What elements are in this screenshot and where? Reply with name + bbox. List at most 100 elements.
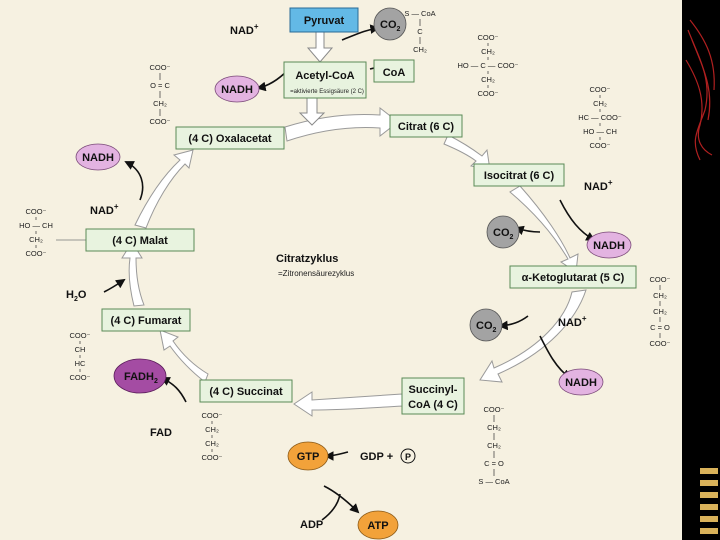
- isocitrat-label: Isocitrat (6 C): [484, 170, 555, 182]
- box-pyruvat: Pyruvat: [289, 7, 359, 33]
- formula-oxal-line: O = C: [150, 81, 170, 90]
- svg-text:P: P: [405, 452, 411, 462]
- box-isocitrat: Isocitrat (6 C): [473, 163, 565, 187]
- formula-keto-line: COO⁻: [649, 339, 670, 348]
- atp-badge: ATP: [357, 510, 399, 540]
- formula-succinat-line: COO⁻: [201, 411, 222, 420]
- formula-isocitrat-line: COO⁻: [589, 141, 610, 150]
- formula-fumarat-line: HC: [75, 359, 86, 368]
- down-arrow-icon: [306, 31, 334, 63]
- nad-label: NAD+: [584, 178, 613, 193]
- formula-malat-line: CH₂: [29, 235, 43, 244]
- h2o-label: H2O: [66, 289, 87, 303]
- formula-keto-line: COO⁻: [649, 275, 670, 284]
- co2-badge: CO2: [469, 308, 503, 342]
- svg-text:GTP: GTP: [297, 451, 320, 463]
- formula-citrat-line: CH₂: [481, 47, 495, 56]
- fadh2-badge: FADH2: [113, 358, 167, 394]
- svg-text:NADH: NADH: [593, 240, 625, 252]
- box-succinat: (4 C) Succinat: [199, 379, 293, 403]
- diagram-title: Citratzyklus: [276, 253, 338, 265]
- svg-text:FADH2: FADH2: [124, 371, 158, 385]
- formula-succinylcoa-line: C = O: [484, 459, 504, 468]
- formula-isocitrat-line: HO — CH: [583, 127, 617, 136]
- formula-citrat-line: HO — C — COO⁻: [457, 61, 518, 70]
- box-fumarat: (4 C) Fumarat: [101, 308, 191, 332]
- box-coa: CoA: [373, 59, 415, 83]
- formula-succinat-line: COO⁻: [201, 453, 222, 462]
- formula-isocitrat-line: CH₂: [593, 99, 607, 108]
- formula-malat-line: COO⁻: [25, 249, 46, 258]
- formula-oxal-line: CH₂: [153, 99, 167, 108]
- oxalacetat-label: (4 C) Oxalacetat: [188, 133, 271, 145]
- formula-isocitrat-line: HC — COO⁻: [578, 113, 622, 122]
- svg-text:CO2: CO2: [476, 320, 497, 334]
- box-oxalacetat: (4 C) Oxalacetat: [175, 126, 285, 150]
- formula-malat-line: HO — CH: [19, 221, 53, 230]
- formula-fumarat-line: COO⁻: [69, 331, 90, 340]
- adp-label: ADP: [300, 519, 323, 531]
- box-citrat: Citrat (6 C): [389, 114, 463, 138]
- nadh-badge: NADH: [558, 368, 604, 396]
- nadh-badge: NADH: [214, 75, 260, 103]
- formula-succinylcoa-line: CH₂: [487, 441, 501, 450]
- footer-logo: [700, 468, 718, 534]
- formula-succinylcoa-line: S — CoA: [478, 477, 509, 486]
- formula-succinylcoa-line: CH₂: [487, 423, 501, 432]
- pyruvat-label: Pyruvat: [304, 15, 345, 27]
- box-succinyl-coa: Succinyl- CoA (4 C): [401, 377, 465, 415]
- fumarat-label: (4 C) Fumarat: [111, 315, 182, 327]
- coa-label: CoA: [383, 67, 406, 79]
- acetyl-coa-label: Acetyl-CoA: [295, 70, 354, 82]
- formula-succinat-line: CH₂: [205, 425, 219, 434]
- formula-oxal-line: COO⁻: [149, 63, 170, 72]
- formula-acetyl-line: C: [417, 27, 423, 36]
- box-ketoglutarat: α-Ketoglutarat (5 C): [509, 265, 637, 289]
- formula-succinylcoa-line: COO⁻: [483, 405, 504, 414]
- swirl-decoration-icon: [685, 19, 715, 161]
- citrat-label: Citrat (6 C): [398, 121, 455, 133]
- malat-label: (4 C) Malat: [112, 235, 168, 247]
- ketoglutarat-label: α-Ketoglutarat (5 C): [522, 272, 625, 284]
- succinyl-label-2: CoA (4 C): [408, 399, 458, 411]
- diagram-subtitle: =Zitronensäurezyklus: [278, 269, 354, 278]
- down-arrow-icon: [298, 96, 326, 126]
- formula-succinat-line: CH₂: [205, 439, 219, 448]
- formula-keto-line: C = O: [650, 323, 670, 332]
- gdp-label: GDP +: [360, 451, 393, 463]
- formula-fumarat-line: CH: [75, 345, 86, 354]
- box-acetyl-coa: Acetyl-CoA =aktivierte Essigsäure (2 C): [283, 61, 367, 99]
- svg-text:NADH: NADH: [82, 152, 114, 164]
- formula-malat-line: COO⁻: [25, 207, 46, 216]
- nad-label: NAD+: [230, 22, 259, 37]
- nadh-badge: NADH: [586, 231, 632, 259]
- svg-text:NADH: NADH: [221, 84, 253, 96]
- circled-p-icon: P: [400, 448, 416, 464]
- formula-acetyl-line: CH₂: [413, 45, 427, 54]
- nadh-badge: NADH: [75, 143, 121, 171]
- svg-text:CO2: CO2: [380, 19, 401, 33]
- formula-keto-line: CH₂: [653, 307, 667, 316]
- cycle-arrow-icon: [121, 106, 587, 417]
- svg-text:CO2: CO2: [493, 227, 514, 241]
- succinyl-label-1: Succinyl-: [409, 384, 458, 396]
- co2-badge: CO2: [486, 215, 520, 249]
- svg-text:NADH: NADH: [565, 377, 597, 389]
- gtp-badge: GTP: [287, 441, 329, 471]
- co2-badge: CO2: [373, 7, 407, 41]
- formula-citrat-line: CH₂: [481, 75, 495, 84]
- formula-acetyl-line: S — CoA: [404, 9, 435, 18]
- formula-oxal-line: COO⁻: [149, 117, 170, 126]
- nad-label: NAD+: [90, 202, 119, 217]
- box-malat: (4 C) Malat: [85, 228, 195, 252]
- svg-text:ATP: ATP: [367, 520, 388, 532]
- fad-label: FAD: [150, 427, 172, 439]
- succinat-label: (4 C) Succinat: [209, 386, 283, 398]
- formula-fumarat-line: COO⁻: [69, 373, 90, 382]
- formula-citrat-line: COO⁻: [477, 33, 498, 42]
- formula-isocitrat-line: COO⁻: [589, 85, 610, 94]
- formula-keto-line: CH₂: [653, 291, 667, 300]
- formula-citrat-line: COO⁻: [477, 89, 498, 98]
